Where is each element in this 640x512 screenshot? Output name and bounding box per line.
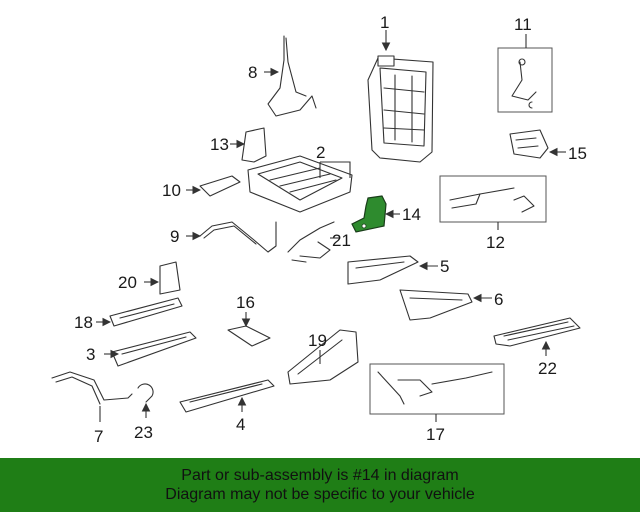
- callout-2: 2: [316, 143, 325, 162]
- part-16-pad[interactable]: [227, 325, 271, 347]
- callout-11: 11: [514, 15, 532, 34]
- part-22-rail-trim[interactable]: [493, 317, 581, 347]
- part-18-rail-cover[interactable]: [109, 297, 183, 327]
- part-7-wire[interactable]: [51, 371, 133, 405]
- callout-14: 14: [402, 205, 421, 224]
- part-8-cable[interactable]: [267, 35, 317, 117]
- footer-line-2: Diagram may not be specific to your vehi…: [165, 486, 475, 503]
- part-5-trim-cover[interactable]: [347, 255, 419, 285]
- part-14-highlighted[interactable]: [351, 195, 387, 233]
- part-15-bracket[interactable]: [509, 129, 549, 159]
- callout-19: 19: [308, 331, 327, 350]
- part-13-cover[interactable]: [241, 127, 267, 163]
- part-3-seat-rail[interactable]: [111, 331, 197, 367]
- part-20-cover[interactable]: [159, 261, 181, 295]
- callout-3: 3: [86, 345, 95, 364]
- part-11-box[interactable]: [497, 47, 553, 113]
- footer-line-1: Part or sub-assembly is #14 in diagram: [181, 467, 459, 484]
- part-12-box[interactable]: [439, 175, 547, 223]
- callout-16: 16: [236, 293, 255, 312]
- callout-4: 4: [236, 415, 245, 434]
- part-23-clip[interactable]: [137, 383, 154, 403]
- callout-15: 15: [568, 144, 587, 163]
- callout-6: 6: [494, 290, 503, 309]
- callout-23: 23: [134, 423, 153, 442]
- callout-12: 12: [486, 233, 505, 252]
- callout-10: 10: [162, 181, 181, 200]
- part-6-side-cover[interactable]: [399, 289, 473, 321]
- footer-banner: Part or sub-assembly is #14 in diagram D…: [0, 458, 640, 512]
- part-1-seatback-frame[interactable]: [367, 55, 434, 163]
- callout-21: 21: [332, 231, 351, 250]
- callout-1: 1: [380, 13, 389, 32]
- part-4-lower-rail[interactable]: [179, 379, 275, 413]
- callout-9: 9: [170, 227, 179, 246]
- part-17-box[interactable]: [369, 363, 505, 415]
- callout-22: 22: [538, 359, 557, 378]
- callout-8: 8: [248, 63, 257, 82]
- part-2-cushion-frame[interactable]: [247, 155, 353, 213]
- callout-20: 20: [118, 273, 137, 292]
- callout-13: 13: [210, 135, 229, 154]
- callout-5: 5: [440, 257, 449, 276]
- callout-17: 17: [426, 425, 445, 444]
- parts-diagram: 1 2 3 4 5 6 7 8: [51, 13, 587, 446]
- part-9-wire[interactable]: [199, 221, 277, 253]
- part-10-cover[interactable]: [199, 175, 241, 197]
- part-21-lever[interactable]: [287, 221, 335, 263]
- callout-18: 18: [74, 313, 93, 332]
- callout-7: 7: [94, 427, 103, 446]
